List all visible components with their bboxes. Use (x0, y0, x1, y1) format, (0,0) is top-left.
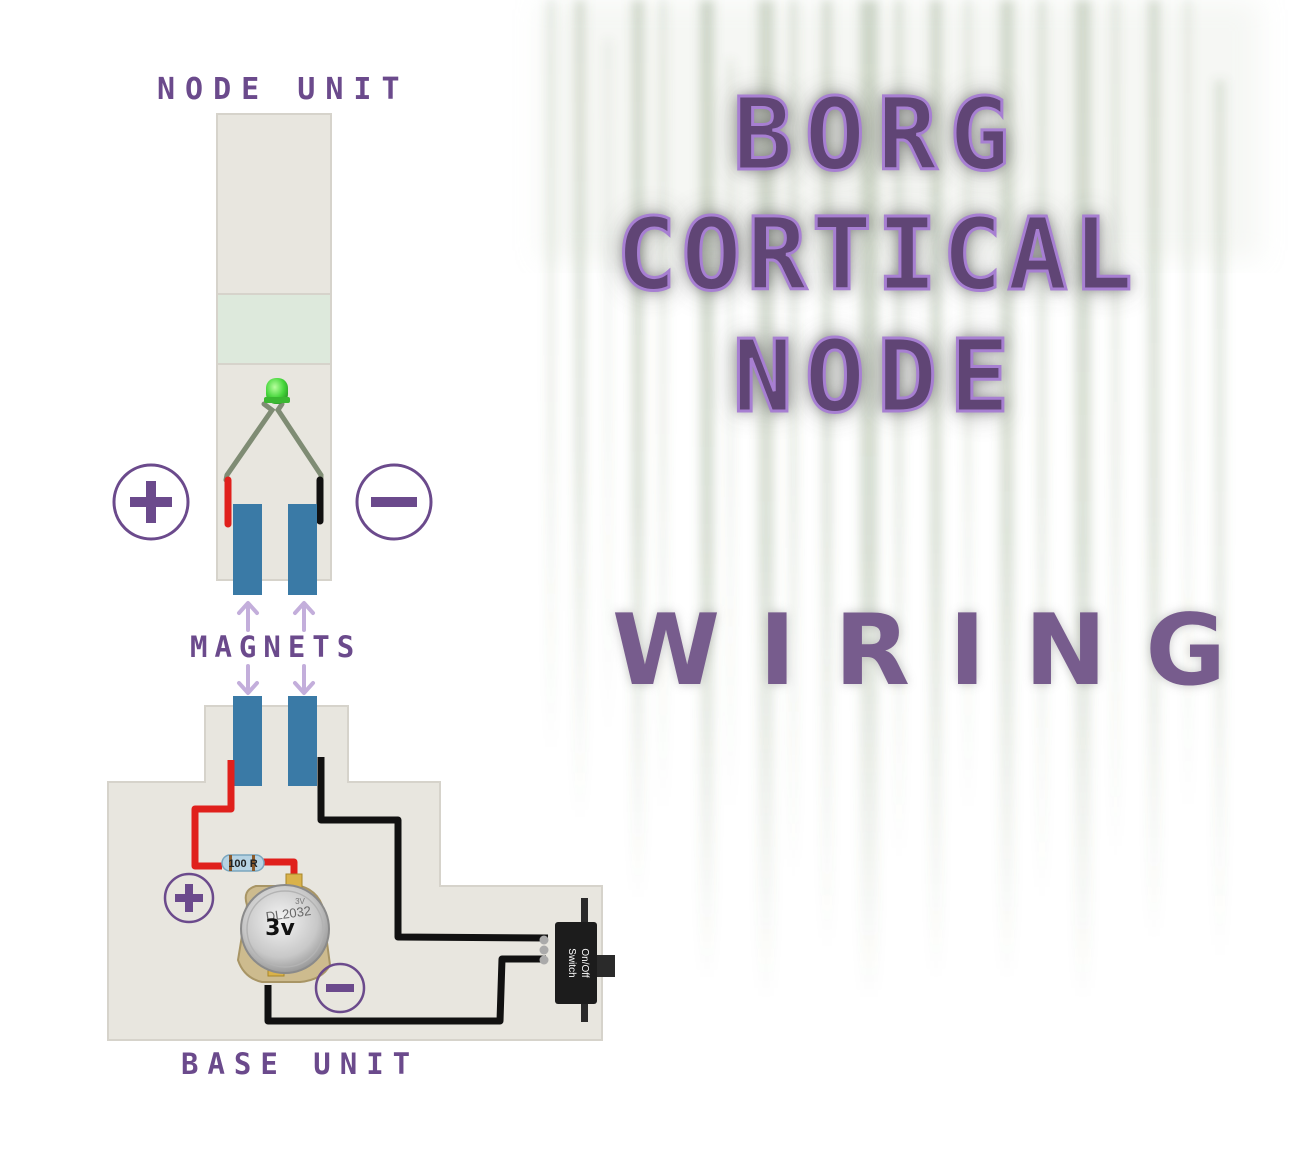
slide-switch-icon: On/Off Switch (539, 898, 615, 1022)
switch-label-line1: On/Off (579, 948, 590, 977)
resistor-label: 100 R (228, 858, 257, 870)
title-line-1: BORG (731, 75, 1022, 195)
resistor-icon: 100 R (221, 854, 265, 872)
battery-small-label: 3V (295, 897, 305, 906)
base-unit-label: BASE UNIT (181, 1047, 420, 1081)
switch-label-line2: Switch (566, 948, 577, 977)
arrow-down-icon (237, 664, 315, 695)
arrow-up-icon (237, 601, 315, 632)
node-magnet-right (288, 504, 317, 595)
base-unit-board (107, 705, 603, 1041)
subtitle-wiring: WIRING (612, 594, 1265, 708)
background-streak (1112, 0, 1119, 860)
base-magnet-left (233, 696, 262, 786)
node-unit-label: NODE UNIT (157, 72, 410, 107)
background-streak (1038, 0, 1046, 900)
background-streak (790, 0, 797, 880)
background-streak (728, 60, 733, 820)
background-streak (895, 0, 903, 860)
background-streak (575, 0, 585, 820)
plus-circle-icon (112, 463, 190, 541)
title-line-3: NODE (731, 317, 1022, 437)
background-streak (660, 0, 666, 820)
base-negative-wire-battery (264, 955, 546, 1025)
coin-cell-battery-icon: 3V DL2032 3v (236, 873, 332, 983)
battery-voltage-label: 3v (265, 916, 295, 941)
magnets-label: MAGNETS (190, 630, 362, 664)
base-magnet-right (288, 696, 317, 786)
background-streak (1215, 80, 1225, 960)
background-streak (822, 0, 832, 950)
background-streak (965, 0, 971, 820)
base-positive-wire (191, 760, 235, 870)
plus-circle-icon (163, 872, 215, 924)
title-line-2: CORTICAL (615, 195, 1138, 315)
minus-circle-icon (355, 463, 433, 541)
background-streak (606, 40, 610, 740)
node-magnet-left (233, 504, 262, 595)
base-negative-wire-to-switch (317, 757, 549, 942)
background-streak (1185, 0, 1191, 820)
battery-model-label: DL2032 (265, 903, 312, 924)
background-streak (548, 0, 554, 760)
minus-circle-icon (314, 962, 366, 1014)
